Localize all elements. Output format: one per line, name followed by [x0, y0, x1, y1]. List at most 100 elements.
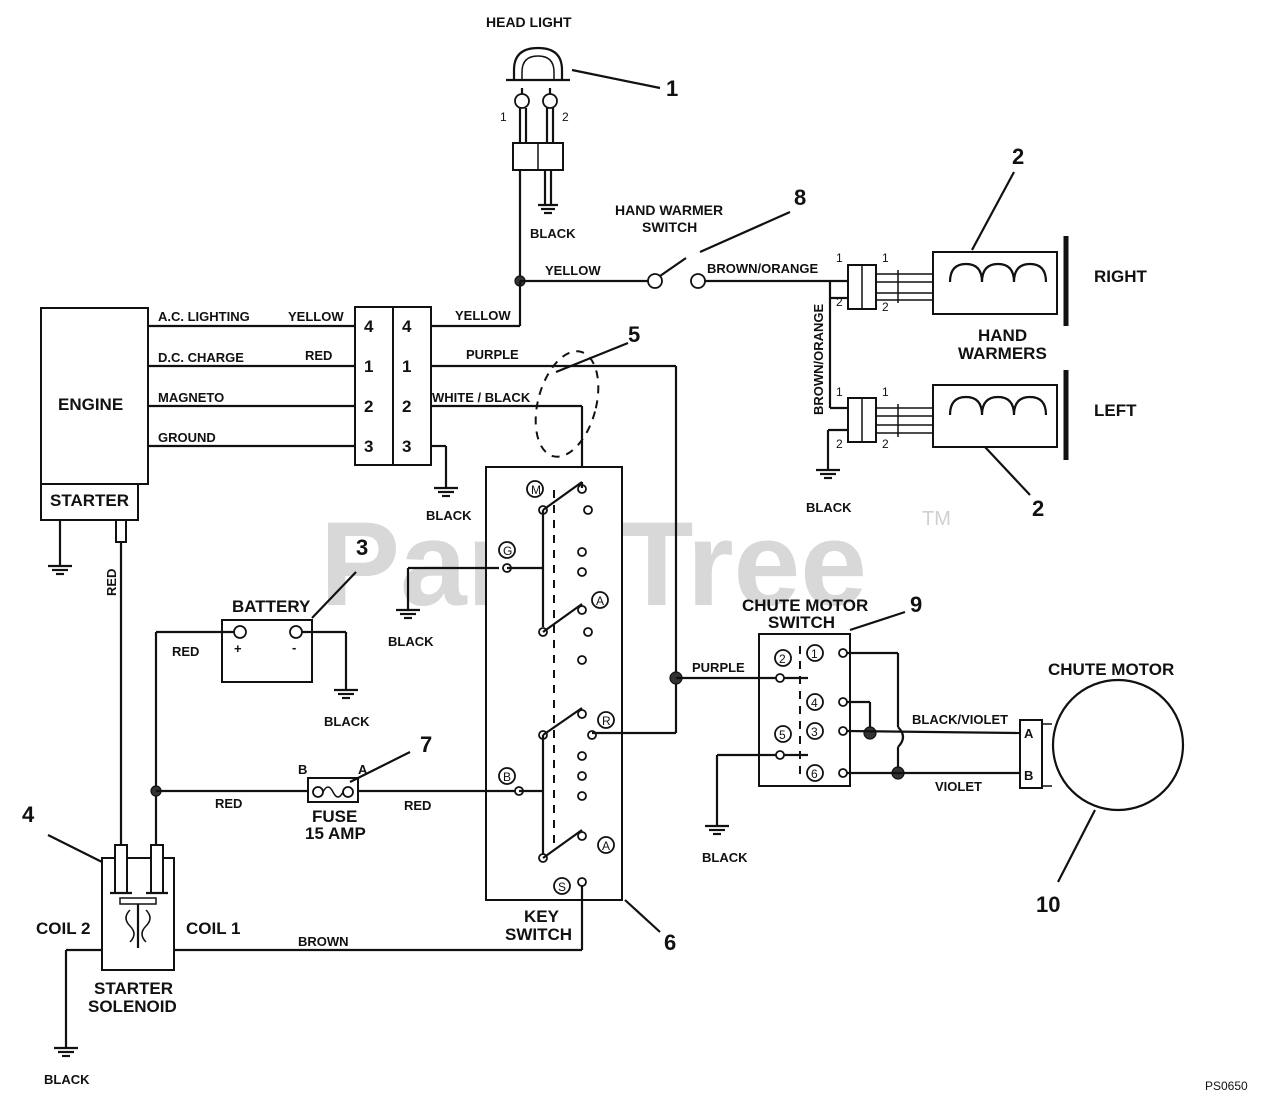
svg-text:2: 2: [402, 397, 411, 416]
svg-text:S: S: [558, 880, 566, 894]
engine: ENGINE STARTER RED: [40, 307, 149, 845]
svg-text:3: 3: [402, 437, 411, 456]
fuse-label-1: FUSE: [312, 807, 357, 826]
diagram-code: PS0650: [1205, 1079, 1248, 1093]
callout-8: 8: [794, 185, 806, 210]
motor-term-b: B: [1024, 768, 1033, 783]
starter-solenoid: COIL 2 COIL 1 STARTER SOLENOID: [36, 844, 240, 1016]
motor-term-a: A: [1024, 726, 1034, 741]
svg-text:1: 1: [882, 385, 889, 399]
warmer-ground-label: BLACK: [806, 500, 852, 515]
wire-brown-orange-vertical: BROWN/ORANGE: [811, 303, 826, 415]
lead-ground: GROUND: [158, 430, 216, 445]
svg-text:3: 3: [364, 437, 373, 456]
head-light: HEAD LIGHT 1 2 BLACK: [486, 14, 576, 283]
svg-text:2: 2: [882, 300, 889, 314]
hand-warmer-right: 1 2 1 2 RIGHT: [836, 236, 1148, 326]
svg-text:3: 3: [811, 725, 818, 739]
svg-text:M: M: [531, 483, 541, 497]
callout-4: 4: [22, 802, 35, 827]
lead-magneto: MAGNETO: [158, 390, 224, 405]
callout-1: 1: [666, 76, 678, 101]
watermark-tm: TM: [922, 508, 951, 530]
svg-text:1: 1: [836, 251, 843, 265]
wire-red-fuse-left: RED: [215, 796, 242, 811]
callout-2-bottom: 2: [1032, 496, 1044, 521]
svg-text:1: 1: [402, 357, 411, 376]
coil1-label: COIL 1: [186, 919, 240, 938]
chute-motor: CHUTE MOTOR A B: [1019, 660, 1185, 812]
starter-label: STARTER: [50, 491, 129, 510]
svg-text:1: 1: [364, 357, 373, 376]
svg-text:G: G: [503, 544, 512, 558]
callout-2-top: 2: [1012, 144, 1024, 169]
wire-brown: BROWN: [298, 934, 349, 949]
headlight-pin-2: 2: [562, 110, 569, 124]
battery-label: BATTERY: [232, 597, 311, 616]
svg-text:A: A: [596, 594, 604, 608]
svg-text:5: 5: [779, 728, 786, 742]
svg-text:B: B: [503, 770, 511, 784]
engine-connector: 4 1 2 3 4 1 2 3: [354, 306, 432, 466]
fuse-term-b: B: [298, 762, 307, 777]
svg-text:2: 2: [882, 437, 889, 451]
wire-black-violet: BLACK/VIOLET: [912, 712, 1008, 727]
svg-text:R: R: [602, 714, 611, 728]
chute-motor-label: CHUTE MOTOR: [1048, 660, 1174, 679]
svg-text:A: A: [602, 839, 610, 853]
svg-text:2: 2: [836, 437, 843, 451]
svg-text:2: 2: [836, 295, 843, 309]
svg-text:2: 2: [779, 652, 786, 666]
left-label: LEFT: [1094, 401, 1137, 420]
fuse-term-a: A: [358, 762, 368, 777]
wire-red-left: RED: [305, 348, 332, 363]
callout-5: 5: [628, 322, 640, 347]
callout-3: 3: [356, 535, 368, 560]
key-switch-label-1: KEY: [524, 907, 560, 926]
chute-motor-switch: CHUTE MOTOR SWITCH 2 1 4 3 5 6: [742, 596, 868, 787]
svg-text:2: 2: [364, 397, 373, 416]
hand-warmers-label-2: WARMERS: [958, 344, 1047, 363]
key-switch: M G A R B: [485, 466, 676, 950]
right-label: RIGHT: [1094, 267, 1148, 286]
hand-warmer-switch: HAND WARMER SWITCH: [615, 202, 723, 289]
wire-yellow-top: YELLOW: [545, 263, 601, 278]
svg-text:4: 4: [811, 696, 818, 710]
solenoid-ground-label: BLACK: [44, 1072, 90, 1087]
lead-dc-charge: D.C. CHARGE: [158, 350, 244, 365]
callout-10: 10: [1036, 892, 1060, 917]
svg-text:4: 4: [364, 317, 374, 336]
wire-red-fuse-right: RED: [404, 798, 431, 813]
wire-yellow-right: YELLOW: [455, 308, 511, 323]
wire-violet: VIOLET: [935, 779, 982, 794]
fuse-label-2: 15 AMP: [305, 824, 366, 843]
key-switch-label-2: SWITCH: [505, 925, 572, 944]
battery-ground-label: BLACK: [324, 714, 370, 729]
callout-7: 7: [420, 732, 432, 757]
head-light-label: HEAD LIGHT: [486, 14, 572, 30]
wire-purple-top: PURPLE: [466, 347, 519, 362]
chute-ground-label: BLACK: [702, 850, 748, 865]
lead-ac-lighting: A.C. LIGHTING: [158, 309, 250, 324]
engine-label: ENGINE: [58, 395, 123, 414]
hand-warmer-switch-label-1: HAND WARMER: [615, 202, 723, 218]
wire-white-black: WHITE / BLACK: [432, 390, 531, 405]
hand-warmer-switch-label-2: SWITCH: [642, 219, 697, 235]
solenoid-label-1: STARTER: [94, 979, 173, 998]
connector-ground-label: BLACK: [426, 508, 472, 523]
svg-text:6: 6: [811, 767, 818, 781]
svg-text:1: 1: [836, 385, 843, 399]
wire-brown-orange: BROWN/ORANGE: [707, 261, 819, 276]
hand-warmer-left: 1 2 1 2 LEFT: [836, 370, 1137, 460]
svg-text:1: 1: [882, 251, 889, 265]
svg-text:1: 1: [811, 647, 818, 661]
solenoid-label-2: SOLENOID: [88, 997, 177, 1016]
wire-yellow-left: YELLOW: [288, 309, 344, 324]
wire-purple-chute: PURPLE: [692, 660, 745, 675]
key-ground-label: BLACK: [388, 634, 434, 649]
wire-red-starter: RED: [104, 569, 119, 596]
fuse: B A FUSE 15 AMP: [298, 762, 368, 843]
callout-9: 9: [910, 592, 922, 617]
chute-switch-label-1: CHUTE MOTOR: [742, 596, 868, 615]
